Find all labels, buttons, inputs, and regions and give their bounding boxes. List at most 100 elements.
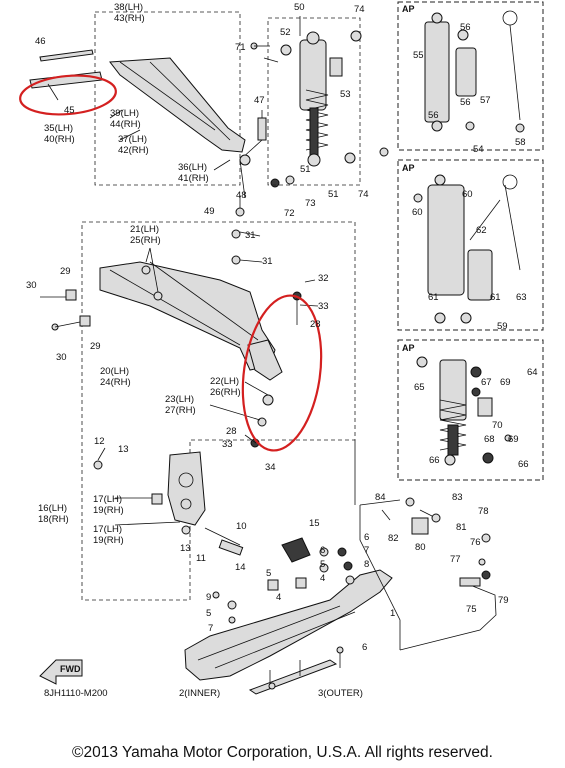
part-label-84: 84 <box>375 492 386 503</box>
part-label-43: 43(RH) <box>114 13 145 24</box>
part-label-26: 26(RH) <box>210 387 241 398</box>
part-label-19b: 19(RH) <box>93 535 124 546</box>
ap-box-2 <box>397 159 544 331</box>
part-label-68: 68 <box>484 434 495 445</box>
part-label-10: 10 <box>236 521 247 532</box>
part-label-31: 31 <box>245 230 256 241</box>
part-label-12: 12 <box>94 436 105 447</box>
part-label-82: 82 <box>388 533 399 544</box>
ap-box-2-label: AP <box>402 163 415 173</box>
part-label-83: 83 <box>452 492 463 503</box>
ap1-pump-tool <box>509 24 521 121</box>
part-label-27: 27(RH) <box>165 405 196 416</box>
part-label-60: 60 <box>462 189 473 200</box>
part-label-16: 16(LH) <box>38 503 67 514</box>
part-label-78: 78 <box>478 506 489 517</box>
cable-assembly <box>399 584 497 651</box>
part-label-70: 70 <box>492 420 503 431</box>
part-label-81: 81 <box>456 522 467 533</box>
shaft-part-45 <box>29 71 103 89</box>
part-label-65: 65 <box>414 382 425 393</box>
part-label-17b: 17(LH) <box>93 524 122 535</box>
ap2-shock-body <box>427 184 465 296</box>
lower-arm-bracket <box>247 339 283 381</box>
part-label-71: 71 <box>235 42 246 53</box>
ap3-shock-body <box>439 359 467 421</box>
ap-box-3-label: AP <box>402 343 415 353</box>
part-label-61: 61 <box>428 292 439 303</box>
fwd-arrow-icon <box>39 659 83 685</box>
upper-arm-dashed-box <box>94 11 241 186</box>
part-label-30b: 30 <box>56 352 67 363</box>
part-label-56: 56 <box>460 22 471 33</box>
part-label-20: 20(LH) <box>100 366 129 377</box>
part-label-24: 24(RH) <box>100 377 131 388</box>
part-label-7b: 7 <box>208 623 213 634</box>
part-label-80: 80 <box>415 542 426 553</box>
part-label-30: 30 <box>26 280 37 291</box>
part-label-69b: 69 <box>508 434 519 445</box>
shaft-part-46 <box>39 49 94 62</box>
part-label-74: 74 <box>354 4 365 15</box>
part-label-21: 21(LH) <box>130 224 159 235</box>
part-label-15: 15 <box>309 518 320 529</box>
part-label-31b: 31 <box>262 256 273 267</box>
part-label-44: 44(RH) <box>110 119 141 130</box>
part-label-5: 5 <box>320 559 325 570</box>
part-label-7: 7 <box>364 545 369 556</box>
part-label-47: 47 <box>254 95 265 106</box>
part-label-62: 62 <box>476 225 487 236</box>
part-label-64: 64 <box>527 367 538 378</box>
part-label-54: 54 <box>473 144 484 155</box>
part-label-6b: 6 <box>364 532 369 543</box>
part-label-66: 66 <box>429 455 440 466</box>
part-label-25: 25(RH) <box>130 235 161 246</box>
part-label-5c: 5 <box>206 608 211 619</box>
part-label-52: 52 <box>280 27 291 38</box>
diagram-code: 8JH1110-M200 <box>44 688 108 699</box>
part-label-29: 29 <box>60 266 71 277</box>
shock-spring <box>305 89 329 151</box>
part-label-67: 67 <box>481 377 492 388</box>
part-label-46: 46 <box>35 36 46 47</box>
part-label-19a: 19(RH) <box>93 505 124 516</box>
spindle-bracket <box>167 451 206 526</box>
part-label-6c: 6 <box>362 642 367 653</box>
part-label-66b: 66 <box>518 459 529 470</box>
part-label-35: 35(LH) <box>44 123 73 134</box>
part-label-37: 37(LH) <box>118 134 147 145</box>
part-label-33: 33 <box>318 301 329 312</box>
part-label-38: 38(LH) <box>114 2 143 13</box>
ski-mount-15 <box>281 537 311 563</box>
part-label-28: 28 <box>310 319 321 330</box>
part-label-76: 76 <box>470 537 481 548</box>
part-label-55: 55 <box>413 50 424 61</box>
part-label-22: 22(LH) <box>210 376 239 387</box>
copyright-notice: ©2013 Yamaha Motor Corporation, U.S.A. A… <box>72 744 493 761</box>
shock-body <box>299 39 327 111</box>
part-label-41: 41(RH) <box>178 173 209 184</box>
fwd-label: FWD <box>60 664 81 674</box>
part-label-9: 9 <box>206 592 211 603</box>
part-label-29b: 29 <box>90 341 101 352</box>
part-label-23: 23(LH) <box>165 394 194 405</box>
part-label-11: 11 <box>196 553 206 564</box>
part-label-48: 48 <box>236 190 247 201</box>
part-label-63: 63 <box>516 292 527 303</box>
upper-a-arm <box>109 57 246 153</box>
highlight-circle-spindle-bracket <box>241 294 323 452</box>
part-label-77: 77 <box>450 554 461 565</box>
part-label-72: 72 <box>284 208 295 219</box>
part-label-53: 53 <box>340 89 351 100</box>
part-label-33b: 33 <box>222 439 233 450</box>
part-label-28b: 28 <box>226 426 237 437</box>
part-label-69: 69 <box>500 377 511 388</box>
part-label-56b: 56 <box>460 97 471 108</box>
part-label-49: 49 <box>204 206 215 217</box>
part-label-3: 3(OUTER) <box>318 688 363 699</box>
lower-a-arm <box>99 261 276 371</box>
part-label-4: 4 <box>320 573 325 584</box>
part-label-42: 42(RH) <box>118 145 149 156</box>
part-label-75: 75 <box>466 604 477 615</box>
part-label-8: 8 <box>364 559 369 570</box>
